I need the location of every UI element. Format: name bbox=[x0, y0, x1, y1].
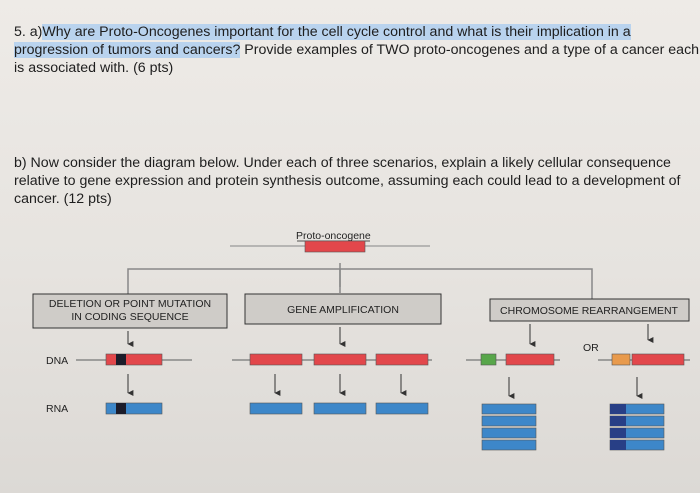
rna-2-copy-3 bbox=[375, 402, 429, 415]
rna-3a-2 bbox=[481, 415, 537, 427]
scenario-2-label: GENE AMPLIFICATION bbox=[287, 304, 399, 316]
rna-3b-4-fusion bbox=[610, 440, 626, 450]
rna-3b-1-fusion bbox=[610, 404, 626, 414]
question-a-number: 5. a) bbox=[14, 24, 43, 40]
rna-3b-stack bbox=[609, 403, 665, 451]
dna-3b-foreign-segment bbox=[611, 353, 631, 366]
rna-3b-2-fusion bbox=[610, 416, 626, 426]
scenario-3-box bbox=[489, 298, 690, 322]
question-b: b) Now consider the diagram below. Under… bbox=[14, 154, 680, 208]
scenario-1-line-1: DELETION OR POINT MUTATION bbox=[49, 298, 211, 310]
proto-oncogene-diagram: Proto-oncogene DELETION OR POINT MUTATIO… bbox=[32, 230, 690, 451]
rna-3a-1 bbox=[481, 403, 537, 415]
rna-2-copy-2 bbox=[313, 402, 367, 415]
dna-3b-gene bbox=[631, 353, 685, 366]
proto-oncogene-label: Proto-oncogene bbox=[296, 230, 371, 242]
question-a-line-3: is associated with. (6 pts) bbox=[14, 60, 174, 76]
question-a-highlight-1: Why are Proto-Oncogenes important for th… bbox=[42, 24, 631, 40]
scenario-1-box bbox=[32, 293, 228, 329]
proto-oncogene-gene bbox=[304, 240, 366, 253]
scenario-1-line-2: IN CODING SEQUENCE bbox=[71, 311, 188, 323]
question-a-line-1: 5. a)Why are Proto-Oncogenes important f… bbox=[14, 23, 699, 41]
or-label: OR bbox=[583, 342, 599, 354]
rna-3b-3-fusion bbox=[610, 428, 626, 438]
question-a-highlight-2: progression of tumors and cancers? bbox=[14, 42, 241, 58]
rna-3a-3 bbox=[481, 427, 537, 439]
question-b-line-1: b) Now consider the diagram below. Under… bbox=[14, 155, 671, 171]
question-b-line-2: relative to gene expression and protein … bbox=[14, 173, 681, 189]
rna-1-mutation bbox=[116, 403, 126, 414]
question-b-line-3: cancer. (12 pts) bbox=[14, 191, 112, 207]
scenario-3-label: CHROMOSOME REARRANGEMENT bbox=[500, 305, 679, 317]
dna-1-mutation bbox=[116, 354, 126, 365]
dna-2-gene-copy-3 bbox=[375, 353, 429, 366]
rna-label: RNA bbox=[46, 403, 68, 415]
dna-label: DNA bbox=[46, 355, 68, 367]
rna-3a-stack bbox=[481, 403, 537, 451]
question-a-rest: Provide examples of TWO proto-oncogenes … bbox=[240, 42, 700, 58]
dna-3a-gene bbox=[505, 353, 555, 366]
rna-2-copy-1 bbox=[249, 402, 303, 415]
dna-2-gene-copy-1 bbox=[249, 353, 303, 366]
question-a-line-2: progression of tumors and cancers? Provi… bbox=[14, 41, 699, 59]
dna-2-gene-copy-2 bbox=[313, 353, 367, 366]
tree-branches bbox=[127, 268, 593, 299]
dna-3a-foreign-segment bbox=[480, 353, 497, 366]
rna-1 bbox=[105, 402, 163, 415]
question-a: 5. a)Why are Proto-Oncogenes important f… bbox=[14, 23, 699, 77]
dna-1-gene bbox=[105, 353, 163, 366]
scenario-2-box bbox=[244, 293, 442, 325]
rna-3a-4 bbox=[481, 439, 537, 451]
